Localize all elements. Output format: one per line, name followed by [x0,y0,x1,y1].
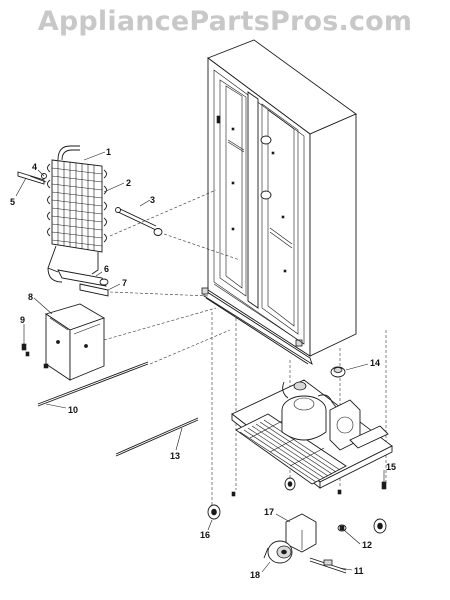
tube-11 [309,557,347,574]
rollers [207,477,387,534]
drain-pan-cup [330,366,346,378]
refrigerator-cabinet [201,39,357,366]
callout-13: 13 [170,451,180,461]
water-valve [263,540,293,564]
callout-4: 4 [32,162,37,172]
callout-9: 9 [20,315,25,325]
filter-drier [115,207,163,236]
callout-14: 14 [370,358,380,368]
callout-7: 7 [122,278,127,288]
callout-5: 5 [10,197,15,207]
leader-lines [15,151,385,573]
callout-12: 12 [362,540,372,550]
callout-15: 15 [386,462,396,472]
callout-2: 2 [126,178,131,188]
callout-labels: 1 2 3 4 5 6 7 8 9 10 11 12 13 14 15 16 1… [10,147,396,580]
callout-17: 17 [264,507,274,517]
callout-18: 18 [250,570,260,580]
screw-15 [381,481,387,490]
callout-1: 1 [106,147,111,157]
machine-compartment [231,379,393,497]
callout-11: 11 [354,566,364,576]
callout-16: 16 [200,530,210,540]
screws [21,343,49,369]
callout-10: 10 [68,405,78,415]
callout-8: 8 [28,292,33,302]
tube-fittings [17,171,47,185]
callout-3: 3 [150,195,155,205]
long-tubes [37,361,199,457]
callout-6: 6 [104,264,109,274]
watermark-logo: AppliancePartsPros.com [37,6,413,37]
coil-bracket [57,269,109,297]
electrical-box [44,303,106,381]
condenser-coil [47,145,107,283]
fitting-12 [337,524,347,532]
